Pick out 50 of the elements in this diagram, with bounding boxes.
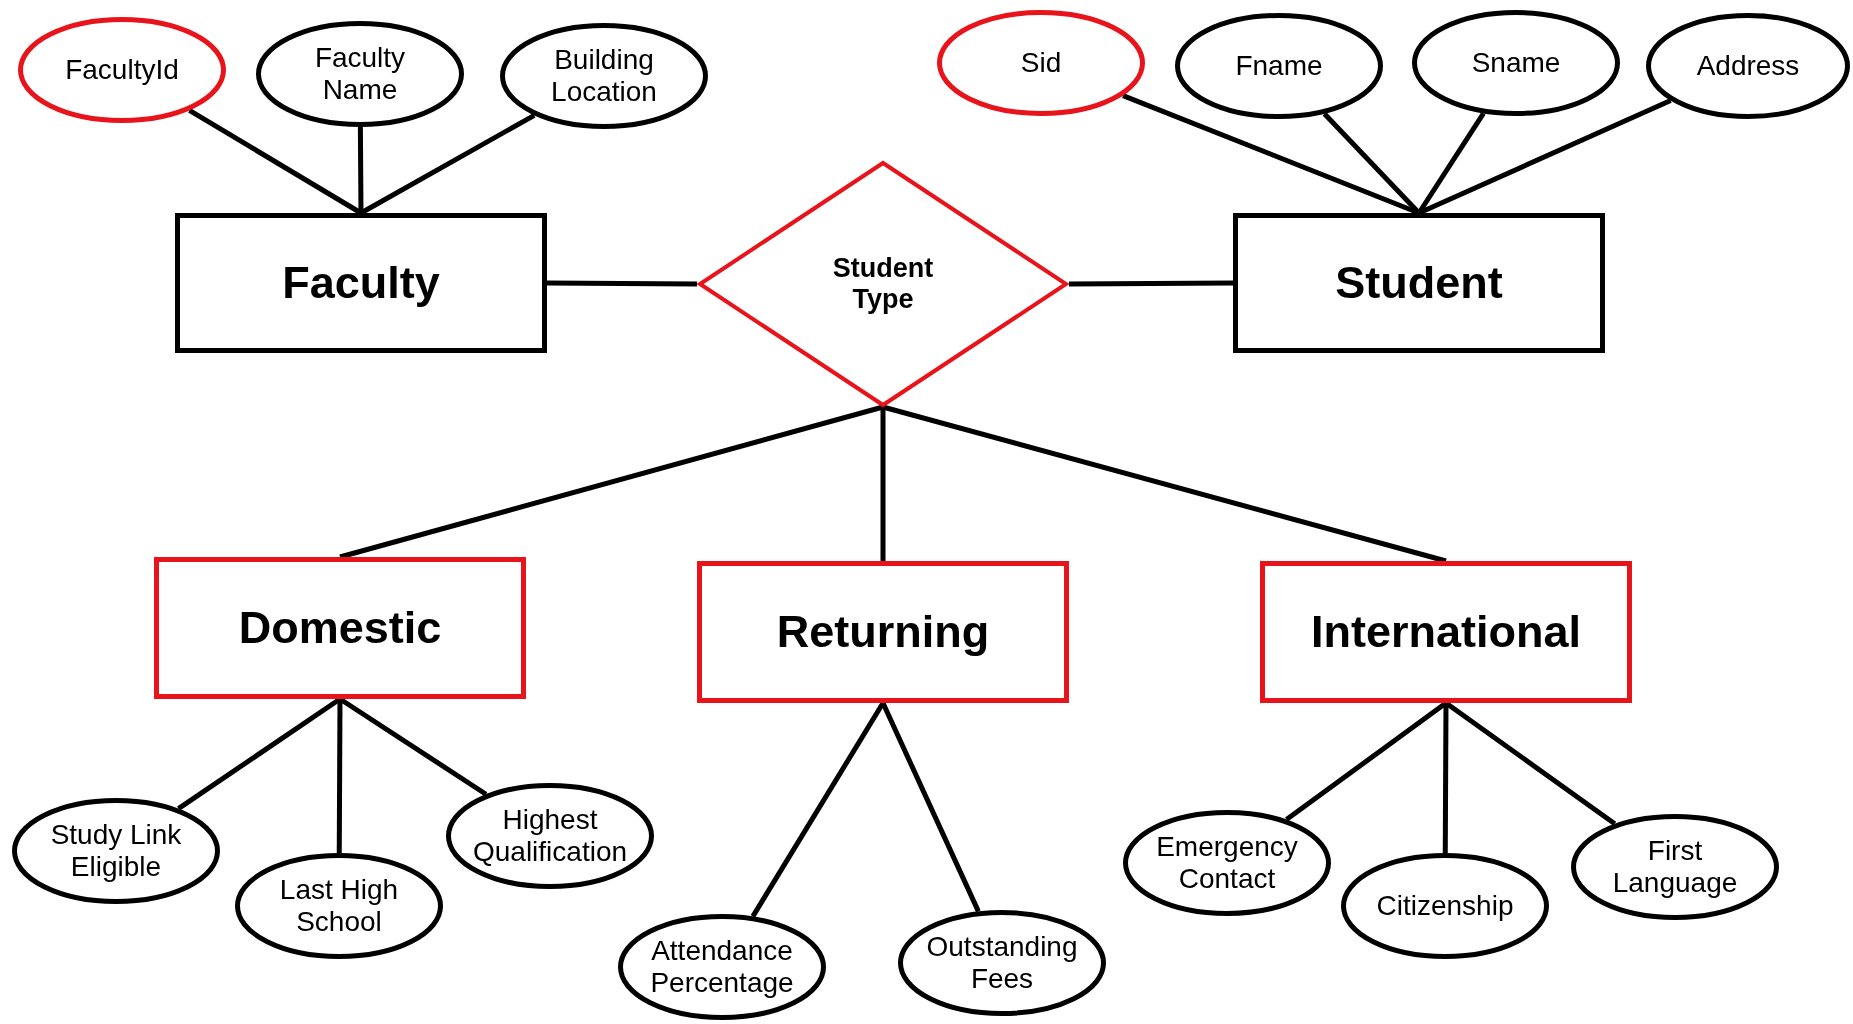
entity-label: Faculty	[282, 257, 440, 309]
attribute-ellipse	[500, 23, 708, 129]
entity-label: Student	[1335, 257, 1503, 309]
attribute-label: Citizenship	[1376, 889, 1514, 923]
attribute-ellipse	[1646, 13, 1850, 119]
relationship-diamond	[697, 161, 1069, 407]
connector-line	[750, 701, 886, 918]
entity-box	[1233, 213, 1605, 353]
attribute-ellipse	[235, 853, 443, 959]
attribute-ellipse	[1412, 10, 1620, 116]
attribute-label: Attendance Percentage	[649, 934, 795, 1000]
attribute-label: Last High School	[278, 873, 400, 939]
attribute-ellipse	[1175, 13, 1383, 119]
connector-line	[547, 280, 697, 287]
attribute-label: Outstanding Fees	[925, 930, 1079, 996]
attribute-ellipse	[1341, 853, 1549, 959]
relationship-label: Student Type	[831, 252, 935, 316]
attribute-label: Sname	[1471, 46, 1561, 80]
entity-label: International	[1311, 606, 1581, 658]
attribute-ellipse	[898, 910, 1106, 1016]
connector-line	[1069, 280, 1233, 287]
entity-label: Returning	[776, 606, 990, 658]
connector-line	[880, 407, 886, 561]
attribute-ellipse	[446, 783, 654, 889]
attribute-label: Sid	[1020, 46, 1062, 80]
attribute-ellipse	[618, 914, 826, 1020]
attribute-ellipse	[256, 21, 464, 127]
connector-line	[1442, 703, 1449, 853]
entity-box	[1260, 561, 1632, 703]
attribute-label: Study Link Eligible	[49, 818, 183, 884]
attribute-ellipse	[12, 798, 220, 904]
entity-box	[154, 557, 526, 699]
attribute-label: Emergency Contact	[1155, 830, 1299, 896]
attribute-label: First Language	[1611, 834, 1739, 900]
entity-label: Domestic	[238, 602, 442, 654]
connector-line	[336, 699, 343, 853]
attribute-ellipse	[1571, 814, 1779, 920]
entity-box	[697, 561, 1069, 703]
attribute-label: Faculty Name	[313, 41, 407, 107]
attribute-label: Fname	[1235, 49, 1323, 83]
connector-line	[357, 127, 364, 213]
entity-box	[175, 213, 547, 353]
attribute-label: Highest Qualification	[471, 803, 629, 869]
attribute-label: Address	[1696, 49, 1800, 83]
connector-line	[880, 701, 981, 913]
attribute-ellipse	[937, 10, 1145, 116]
attribute-label: Building Location	[550, 43, 658, 109]
attribute-ellipse	[1123, 810, 1331, 916]
attribute-label: FacultyId	[65, 53, 179, 87]
attribute-ellipse	[18, 17, 226, 123]
